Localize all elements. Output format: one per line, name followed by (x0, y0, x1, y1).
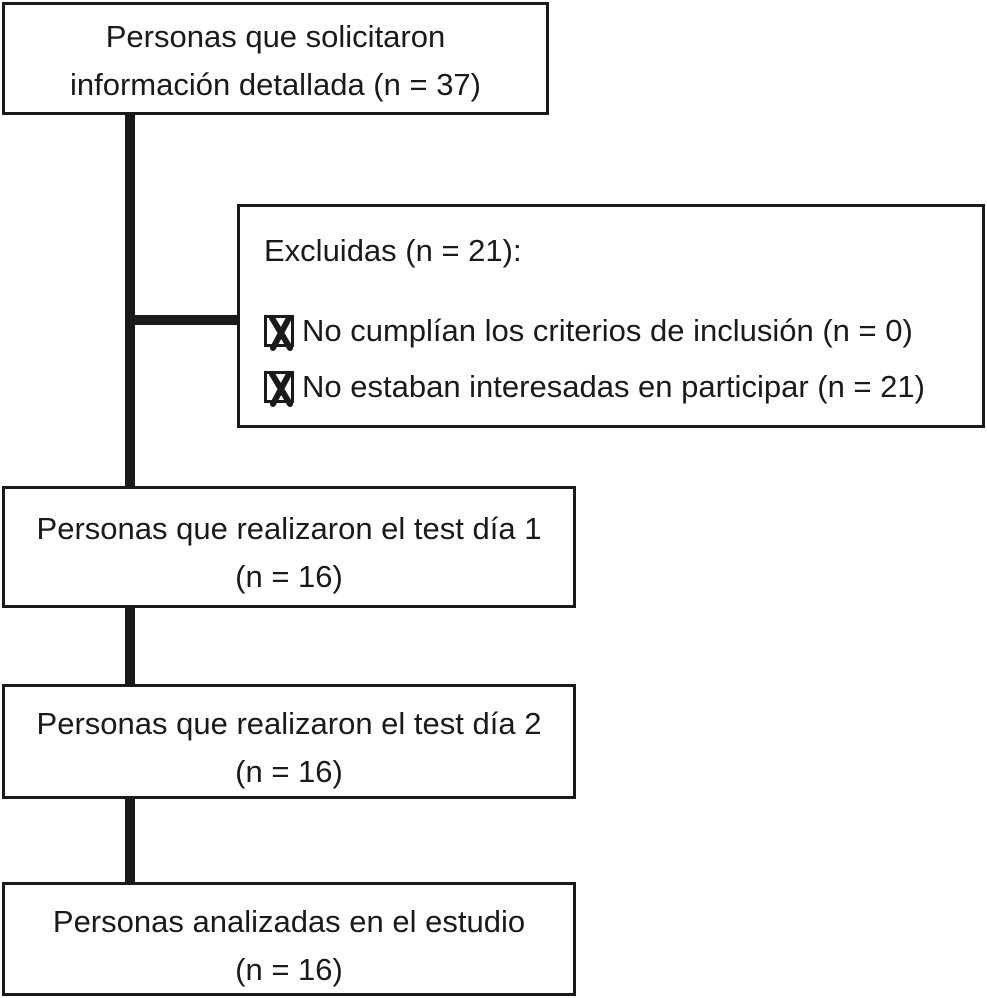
box-excluded: Excluidas (n = 21): No cumplían los crit… (237, 204, 985, 428)
box-requested-info: Personas que solicitaron información det… (2, 2, 549, 115)
box-test-day-2: Personas que realizaron el test día 2 (n… (2, 684, 576, 799)
checkbox-x-icon (264, 315, 294, 351)
box-test-day-1: Personas que realizaron el test día 1 (n… (2, 486, 576, 608)
box-test-day-1-line1: Personas que realizaron el test día 1 (36, 511, 542, 546)
excluded-item-criteria: No cumplían los criterios de inclusión (… (264, 303, 982, 359)
box-test-day-1-line2: (n = 16) (235, 559, 343, 594)
box-analyzed-line2: (n = 16) (235, 952, 343, 987)
excluded-item-not-interested: No estaban interesadas en participar (n … (264, 359, 982, 415)
connector-day2-to-final (125, 799, 135, 882)
excluded-item-not-interested-label: No estaban interesadas en participar (n … (302, 369, 925, 404)
connector-day1-to-day2 (125, 608, 135, 684)
checkbox-x-icon (264, 371, 294, 407)
box-analyzed: Personas analizadas en el estudio (n = 1… (2, 882, 576, 996)
excluded-item-criteria-label: No cumplían los criterios de inclusión (… (302, 313, 913, 348)
box-test-day-2-line2: (n = 16) (235, 754, 343, 789)
box-test-day-2-line1: Personas que realizaron el test día 2 (36, 706, 542, 741)
box-analyzed-line1: Personas analizadas en el estudio (52, 904, 526, 939)
connector-to-excluded (125, 315, 237, 325)
box-requested-info-line2: información detallada (n = 37) (70, 67, 481, 102)
excluded-title: Excluidas (n = 21): (264, 233, 522, 268)
connector-top-to-day1 (125, 115, 135, 486)
box-requested-info-line1: Personas que solicitaron (105, 19, 446, 54)
